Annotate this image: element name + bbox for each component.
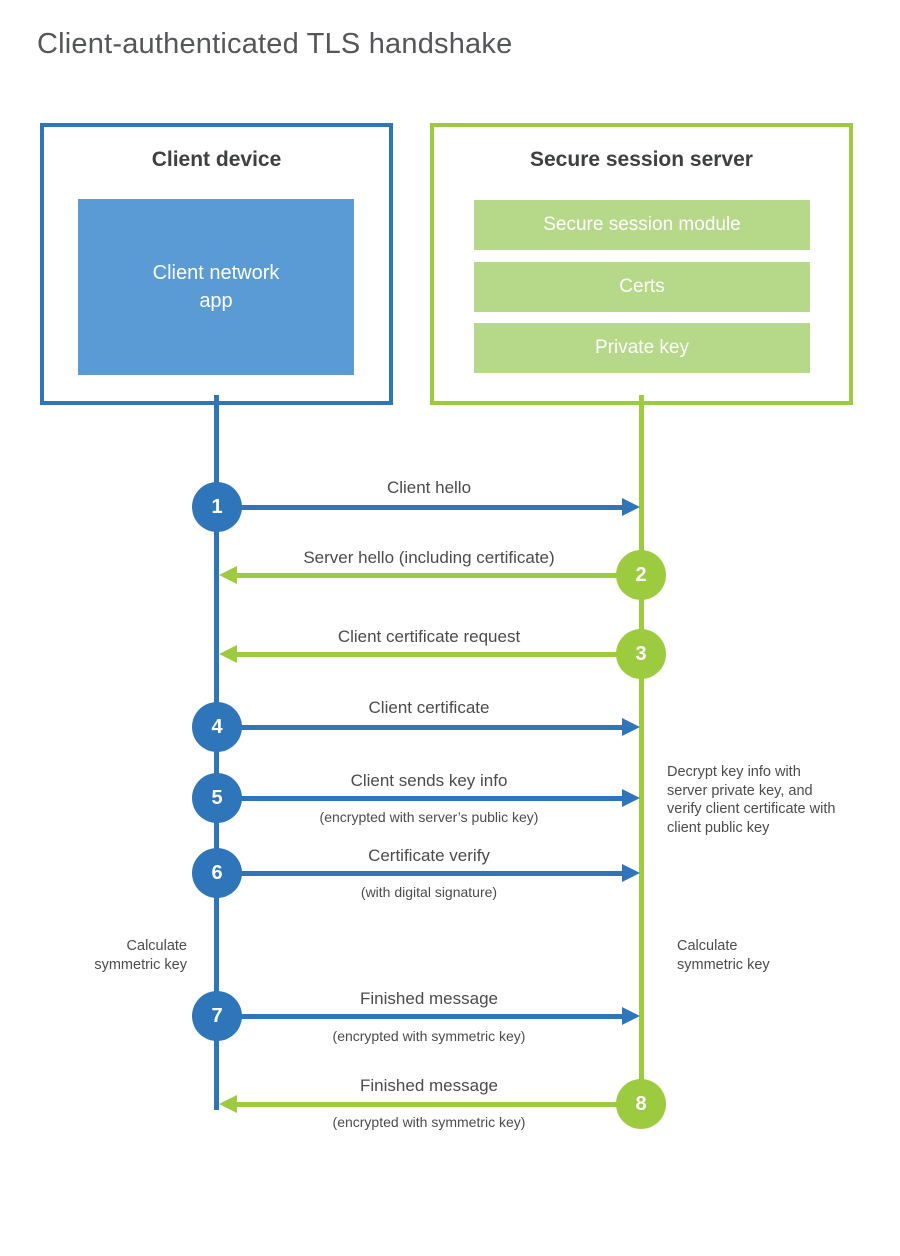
arrow-right-icon xyxy=(622,1007,640,1025)
arrow-left-icon xyxy=(219,645,237,663)
step-6-badge: 6 xyxy=(192,848,242,898)
arrow-right-icon xyxy=(622,864,640,882)
message-arrow xyxy=(217,505,622,510)
server-title: Secure session server xyxy=(530,148,753,171)
server-module-private-key: Private key xyxy=(474,323,810,373)
message-arrow xyxy=(217,725,622,730)
step-8-badge: 8 xyxy=(616,1079,666,1129)
server-box: Secure session server Secure session mod… xyxy=(430,123,853,405)
step-3-badge: 3 xyxy=(616,629,666,679)
step-1-badge: 1 xyxy=(192,482,242,532)
page-title: Client-authenticated TLS handshake xyxy=(37,28,513,60)
server-module-certs: Certs xyxy=(474,262,810,312)
arrow-right-icon xyxy=(622,498,640,516)
calc-symmetric-key-note-client: Calculate symmetric key xyxy=(94,938,187,973)
decrypt-note: Decrypt key info with server private key… xyxy=(667,764,836,836)
client-lifeline xyxy=(214,395,219,1110)
message-label: Certificate verify xyxy=(368,846,490,865)
arrow-right-icon xyxy=(622,718,640,736)
message-sublabel: (encrypted with server’s public key) xyxy=(319,809,539,825)
step-4-badge: 4 xyxy=(192,702,242,752)
message-label: Server hello (including certificate) xyxy=(303,548,555,567)
message-label: Client sends key info xyxy=(350,771,508,790)
client-network-app-box: Client network app xyxy=(78,199,354,375)
step-7-badge: 7 xyxy=(192,991,242,1041)
message-arrow xyxy=(217,1014,622,1019)
message-sublabel: (with digital signature) xyxy=(360,884,498,900)
message-arrow xyxy=(217,796,622,801)
client-network-app-label: Client network app xyxy=(152,262,280,312)
server-module-label: Private key xyxy=(595,337,689,358)
message-label: Finished message xyxy=(360,989,498,1008)
message-sublabel: (encrypted with symmetric key) xyxy=(332,1114,526,1130)
client-device-box: Client device Client network app xyxy=(40,123,393,405)
client-device-title: Client device xyxy=(151,148,282,171)
message-arrow xyxy=(217,871,622,876)
message-label: Client certificate request xyxy=(337,627,521,646)
message-arrow xyxy=(237,652,641,657)
message-arrow xyxy=(237,1102,641,1107)
calc-symmetric-key-note-server: Calculate symmetric key xyxy=(677,938,770,973)
step-5-badge: 5 xyxy=(192,773,242,823)
message-arrow xyxy=(237,573,641,578)
step-2-badge: 2 xyxy=(616,550,666,600)
message-label: Finished message xyxy=(360,1076,498,1095)
server-module-label: Secure session module xyxy=(543,214,741,235)
message-sublabel: (encrypted with symmetric key) xyxy=(332,1028,526,1044)
arrow-left-icon xyxy=(219,566,237,584)
message-label: Client hello xyxy=(386,478,472,497)
message-label: Client certificate xyxy=(368,698,490,717)
arrow-left-icon xyxy=(219,1095,237,1113)
arrow-right-icon xyxy=(622,789,640,807)
server-module-secure-session: Secure session module xyxy=(474,200,810,250)
server-module-label: Certs xyxy=(619,276,665,297)
server-lifeline xyxy=(639,395,644,1104)
